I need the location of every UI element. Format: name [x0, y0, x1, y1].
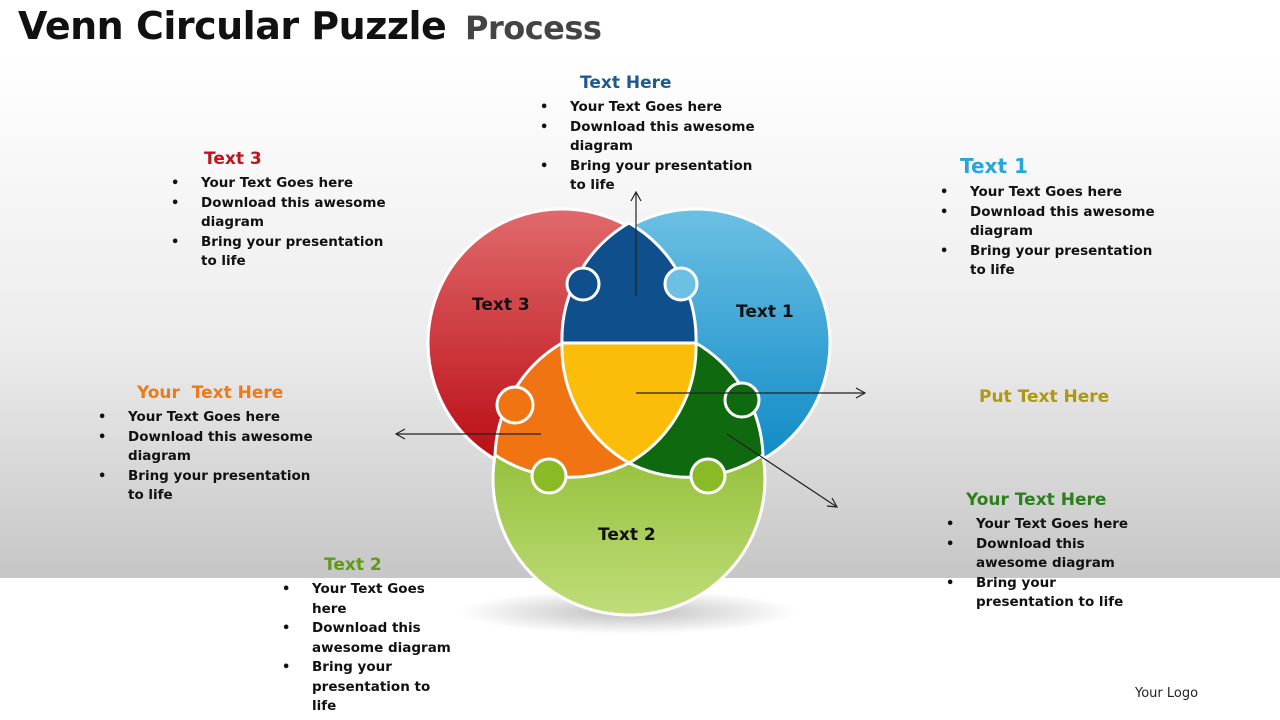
callout-left: Your Text Here Your Text Goes here Downl… — [98, 383, 313, 506]
list-item: Download this awesome diagram — [98, 428, 313, 467]
callout-top-list: Your Text Goes here Download this awesom… — [540, 98, 760, 196]
arrow-down-right-head — [826, 497, 839, 508]
arrow-right-head — [855, 387, 867, 399]
list-item: Your Text Goes here — [946, 515, 1151, 535]
list-item: Your Text Goes here — [98, 408, 313, 428]
arrow-group — [394, 190, 867, 508]
list-item: Download this awesome diagram — [171, 194, 396, 233]
callout-text3: Text 3 Your Text Goes here Download this… — [171, 149, 396, 272]
list-item: Bring your presentation to life — [98, 467, 313, 506]
list-item: Bring your presentation to life — [940, 242, 1155, 281]
list-item: Your Text Goes here — [940, 183, 1155, 203]
callout-bottom-right-list: Your Text Goes here Download this awesom… — [946, 515, 1151, 613]
piece-label-text3: Text 3 — [472, 295, 530, 315]
callout-bottom-right: Your Text Here Your Text Goes here Downl… — [946, 490, 1151, 613]
callout-text2: Text 2 Your Text Goes here Download this… — [282, 555, 457, 717]
list-item: Bring your presentation to life — [171, 233, 396, 272]
list-item: Bring your presentation to life — [946, 574, 1151, 613]
list-item: Your Text Goes here — [540, 98, 760, 118]
arrow-left-head — [394, 428, 406, 440]
callout-text3-heading: Text 3 — [204, 149, 262, 169]
callout-text1-list: Your Text Goes here Download this awesom… — [940, 183, 1155, 281]
your-logo: Your Logo — [1135, 686, 1199, 701]
puzzle-tab-dark-green — [723, 381, 761, 419]
yellow-center-piece — [560, 341, 698, 465]
list-item: Download this awesome diagram — [940, 203, 1155, 242]
callout-left-heading: Your Text Here — [137, 383, 284, 403]
callout-right-heading: Put Text Here — [979, 387, 1110, 407]
page-title: Venn Circular Puzzle Process — [18, 4, 602, 48]
list-item: Your Text Goes here — [282, 580, 457, 619]
list-item: Download this awesome diagram — [946, 535, 1151, 574]
list-item: Bring your presentation to life — [282, 658, 457, 717]
puzzle-tab-green-left — [530, 457, 568, 495]
callout-left-list: Your Text Goes here Download this awesom… — [98, 408, 313, 506]
list-item: Bring your presentation to life — [540, 157, 760, 196]
arrow-down-right — [726, 433, 838, 508]
callout-right: Put Text Here — [979, 387, 1109, 412]
piece-label-text1: Text 1 — [736, 302, 794, 322]
callout-text1-heading: Text 1 — [960, 154, 1028, 178]
callout-top-heading: Text Here — [580, 73, 672, 93]
title-main: Venn Circular Puzzle — [18, 4, 447, 48]
title-sub: Process — [464, 9, 602, 47]
list-item: Your Text Goes here — [171, 174, 396, 194]
list-item: Download this awesome diagram — [282, 619, 457, 658]
callout-top: Text Here Your Text Goes here Download t… — [540, 73, 760, 196]
callout-text2-heading: Text 2 — [324, 555, 382, 575]
puzzle-tab-navy — [565, 266, 601, 302]
puzzle-tab-blue — [663, 266, 699, 302]
callout-bottom-right-heading: Your Text Here — [966, 490, 1107, 510]
callout-text3-list: Your Text Goes here Download this awesom… — [171, 174, 396, 272]
piece-label-text2: Text 2 — [598, 525, 656, 545]
list-item: Download this awesome diagram — [540, 118, 760, 157]
puzzle-tab-orange — [495, 385, 535, 425]
puzzle-tab-green-right — [689, 457, 727, 495]
callout-text2-list: Your Text Goes here Download this awesom… — [282, 580, 457, 717]
callout-text1: Text 1 Your Text Goes here Download this… — [940, 154, 1155, 281]
dark-green-overlap-piece — [626, 340, 765, 479]
